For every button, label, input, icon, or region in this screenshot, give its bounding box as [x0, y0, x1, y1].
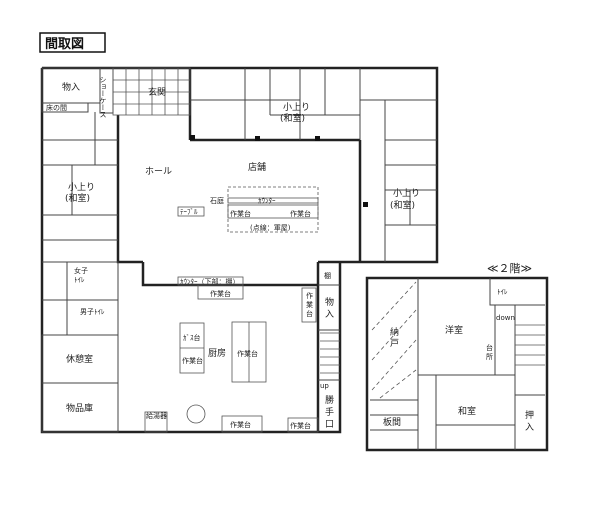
label-worktable-a: 作業台	[230, 209, 251, 218]
label-storage-right-2: 入	[325, 309, 334, 320]
label-back-door-1: 勝	[325, 394, 334, 406]
label-table: ﾃｰﾌﾞﾙ	[180, 208, 198, 216]
label-hall: ホール	[145, 166, 172, 177]
label-kitchen-worktable-center: 作業台	[237, 349, 258, 358]
label-kitchenette-1: 台	[486, 343, 493, 352]
label-back-door-2: 手	[325, 406, 334, 418]
label-shelf: 棚	[324, 271, 331, 280]
label-tatami-right-2: (和室)	[390, 199, 415, 211]
label-goods-storage: 物品庫	[66, 402, 93, 414]
label-gas-stand: ｶﾞｽ台	[183, 333, 201, 342]
label-oshiire-2: 入	[525, 422, 534, 433]
floor-2: ≪２階≫ 納 戸 洋室 ﾄｲﾚ down 台 所 和室 板間 押 入	[365, 261, 549, 452]
label-kitchenette-2: 所	[486, 352, 493, 361]
label-tatami-right-1: 小上り	[393, 188, 420, 199]
label-womens-toilet-2: ﾄｲﾚ	[74, 276, 85, 284]
label-entrance: 玄関	[148, 86, 166, 98]
label-kwt-side-1: 作	[306, 291, 313, 300]
label-womens-toilet-1: 女子	[74, 266, 88, 275]
label-shop: 店舗	[248, 161, 266, 173]
label-tokonoma: 床の間	[46, 103, 67, 112]
label-back-door-3: 口	[325, 420, 334, 430]
label-mens-toilet: 男子ﾄｲﾚ	[80, 308, 105, 316]
label-japanese-room: 和室	[458, 405, 476, 417]
room-tokonoma	[41, 102, 89, 113]
label-counter: ｶｳﾝﾀｰ	[258, 197, 276, 205]
label-counter-shelf: ｶｳﾝﾀｰ（下部：棚）	[180, 277, 240, 286]
label-closet-storage-2: 戸	[390, 338, 399, 349]
room-entrance	[112, 67, 191, 116]
label-eaves-note: (点線：軍屋)	[250, 223, 291, 232]
label-showcase: ショーケース	[99, 76, 107, 118]
label-closet-storage-1: 納	[390, 326, 399, 338]
plan-title: 間取図	[45, 37, 84, 52]
label-kitchen: 厨房	[208, 347, 226, 359]
label-kitchen-worktable-left: 作業台	[182, 356, 203, 365]
label-tatami-top-1: 小上り	[283, 102, 310, 113]
label-boiler: 給湯器	[146, 411, 167, 420]
label-break-room: 休憩室	[66, 353, 93, 365]
label-tatami-left-2: (和室)	[65, 192, 90, 204]
label-toilet-2f: ﾄｲﾚ	[497, 288, 508, 296]
label-storage-top: 物入	[62, 81, 80, 93]
label-kitchen-worktable-top: 作業台	[210, 289, 231, 298]
label-kitchen-worktable-bottom1: 作業台	[230, 420, 251, 429]
label-kwt-side-3: 台	[306, 309, 313, 318]
label-stairs-down: down	[496, 314, 515, 322]
label-tatami-left-1: 小上り	[68, 182, 95, 193]
label-kwt-side-2: 業	[306, 300, 313, 309]
label-storage-right-1: 物	[325, 296, 334, 308]
label-rock-garden: 石庭	[210, 196, 224, 205]
label-oshiire-1: 押	[525, 409, 534, 421]
floor-1: 物入 床の間 ショーケース 玄関 小上り (和室) 小上り (和室) 小上り (…	[40, 66, 439, 434]
label-kitchen-worktable-bottom2: 作業台	[290, 421, 311, 430]
label-floor-2: ≪２階≫	[487, 261, 532, 275]
title-box	[39, 32, 106, 53]
label-worktable-b: 作業台	[290, 209, 311, 218]
label-wood-floor: 板間	[383, 416, 401, 428]
label-tatami-top-2: (和室)	[280, 112, 305, 124]
room-goods-storage	[41, 382, 119, 433]
label-western-room: 洋室	[445, 324, 463, 336]
label-stairs-up: up	[320, 382, 329, 390]
